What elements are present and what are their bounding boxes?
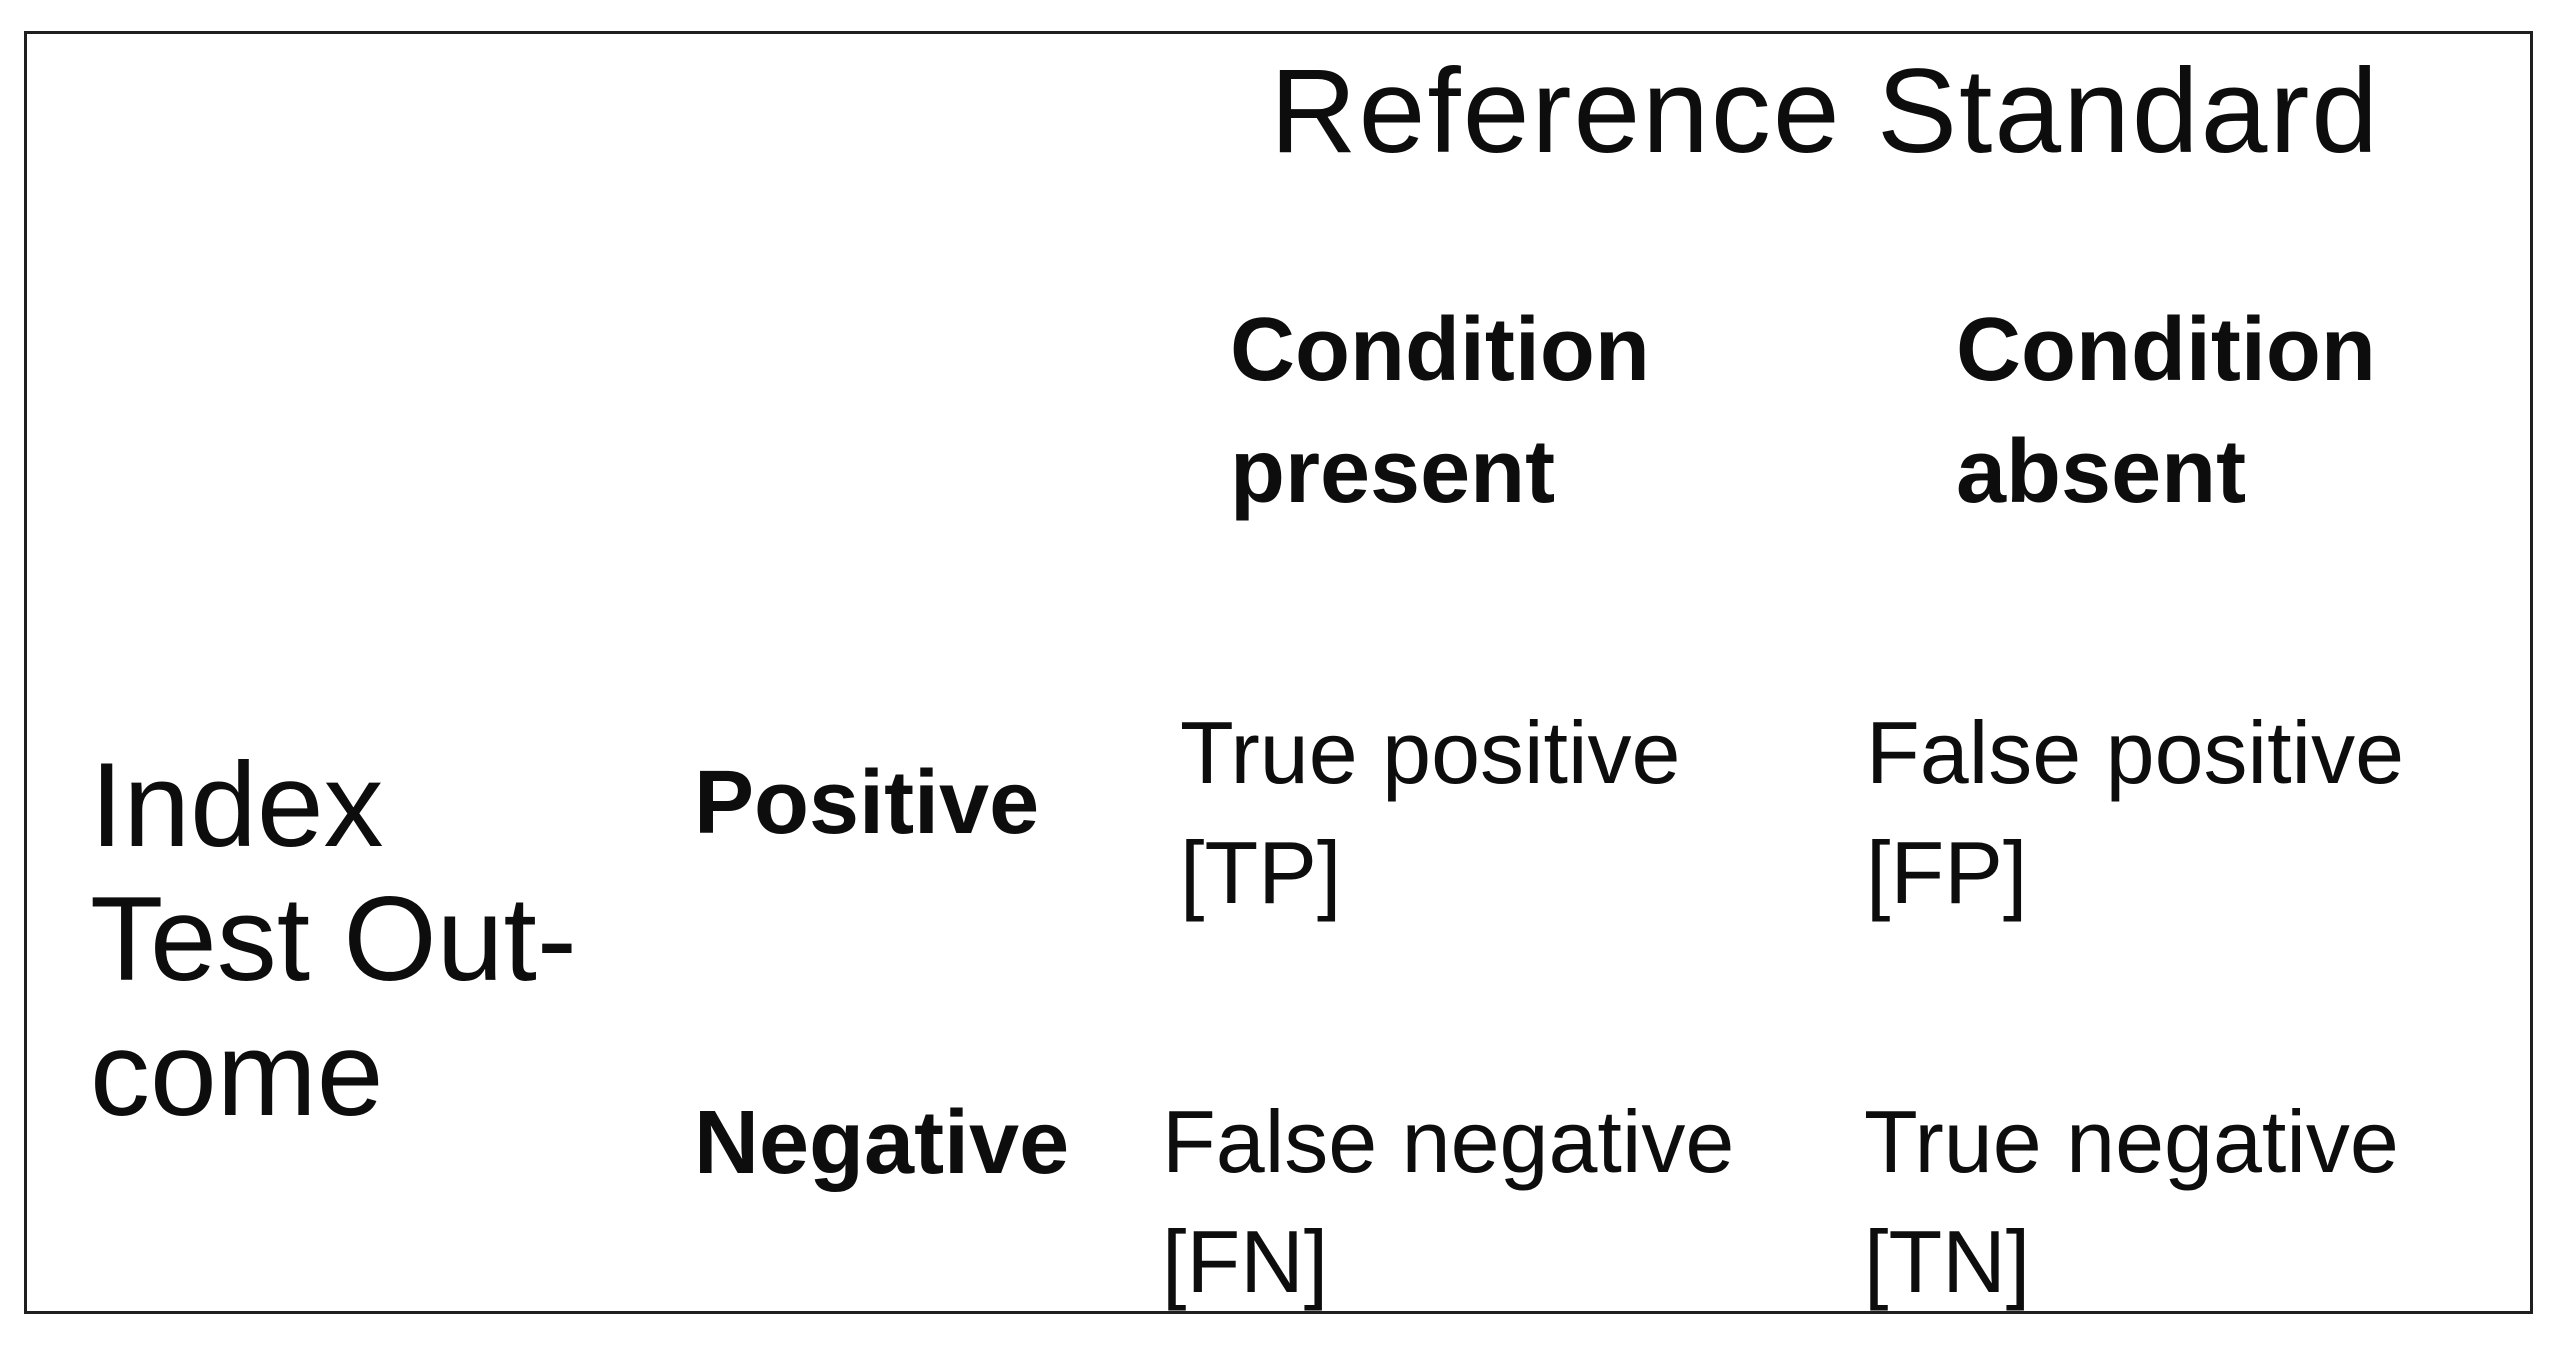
row-header-positive: Positive <box>694 753 1040 853</box>
reference-standard-title: Reference Standard <box>1270 44 2381 178</box>
row-header-negative: Negative <box>694 1093 1070 1193</box>
cell-true-negative: True negative [TN] <box>1864 1092 2399 1311</box>
cell-false-negative: False negative [FN] <box>1162 1092 1735 1311</box>
column-header-condition-absent: Condition absent <box>1956 300 2376 522</box>
column-header-condition-present: Condition present <box>1230 300 1650 522</box>
figure-border <box>24 31 2533 1314</box>
cell-false-positive: False positive [FP] <box>1866 703 2405 922</box>
row-group-label-index-test-outcome: Index Test Out- come <box>90 738 577 1141</box>
cell-true-positive: True positive [TP] <box>1180 703 1681 922</box>
